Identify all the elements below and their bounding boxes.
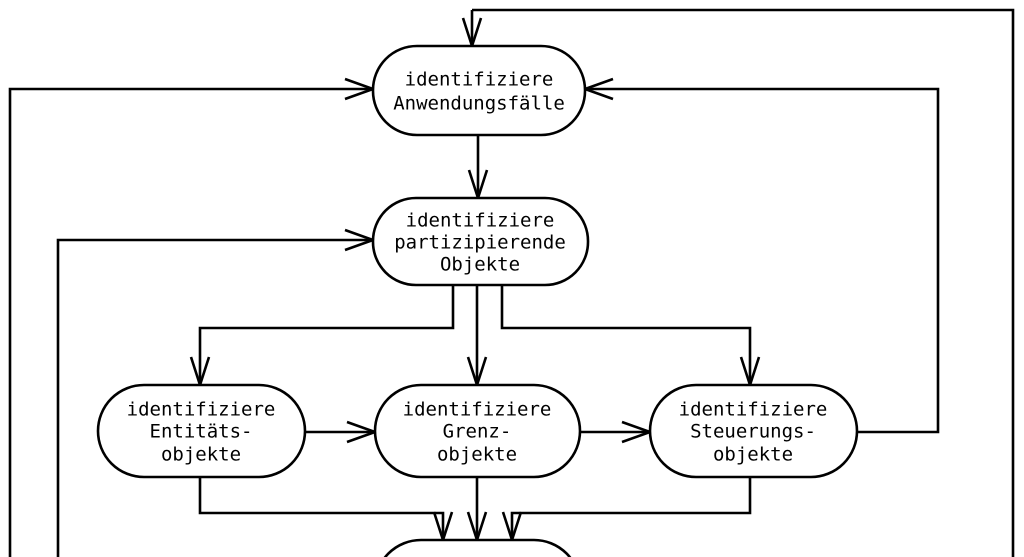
node-bottom-node-partial-shape — [383, 538, 572, 557]
node-steuerungsobjekte-line1: identifiziere — [679, 399, 828, 421]
node-partizipierende-objekte-line1: identifiziere — [406, 210, 555, 232]
node-grenzobjekte-line1: identifiziere — [403, 399, 552, 421]
node-partizipierende-objekte-shape — [371, 196, 590, 287]
node-anwendungsfaelle-line1: identifiziere — [405, 69, 554, 91]
node-steuerungsobjekte-line3: objekte — [713, 444, 793, 466]
node-bottom-node-partial[interactable] — [375, 538, 580, 557]
edge-partizipierende-objekte-to-entitaetsobjekte — [198, 285, 455, 385]
edge-outer-right-rail — [472, 8, 1015, 557]
node-grenzobjekte-shape — [373, 383, 582, 479]
node-entitaetsobjekte[interactable]: identifiziere Entitäts- objekte — [96, 383, 307, 479]
node-grenzobjekte[interactable]: identifiziere Grenz- objekte — [373, 383, 582, 479]
node-anwendungsfaelle-line2: Anwendungsfälle — [393, 93, 565, 115]
edge-left-rail-2-to-partizipierende-objekte — [56, 238, 373, 557]
node-partizipierende-objekte[interactable]: identifiziere partizipierende Objekte — [371, 196, 590, 287]
node-partizipierende-objekte-line3: Objekte — [440, 254, 520, 276]
edge-entitaetsobjekte-to-bottom-node — [198, 477, 445, 540]
node-grenzobjekte-line2: Grenz- — [443, 421, 512, 443]
edge-steuerungsobjekte-to-anwendungsfaelle — [585, 87, 940, 434]
edge-left-rail-1-to-anwendungsfaelle — [8, 87, 373, 557]
node-grenzobjekte-line3: objekte — [437, 444, 517, 466]
node-steuerungsobjekte-line2: Steuerungs- — [690, 421, 816, 443]
edge-steuerungsobjekte-to-bottom-node — [510, 477, 752, 540]
node-entitaetsobjekte-line3: objekte — [161, 444, 241, 466]
node-partizipierende-objekte-line2: partizipierende — [394, 232, 566, 254]
node-anwendungsfaelle-shape — [371, 44, 587, 137]
node-entitaetsobjekte-line2: Entitäts- — [150, 421, 253, 443]
node-steuerungsobjekte-shape — [648, 383, 859, 479]
node-entitaetsobjekte-line1: identifiziere — [127, 399, 276, 421]
node-anwendungsfaelle[interactable]: identifiziere Anwendungsfälle — [371, 44, 587, 137]
node-steuerungsobjekte[interactable]: identifiziere Steuerungs- objekte — [648, 383, 859, 479]
node-entitaetsobjekte-shape — [96, 383, 307, 479]
edge-partizipierende-objekte-to-steuerungsobjekte — [500, 285, 752, 385]
